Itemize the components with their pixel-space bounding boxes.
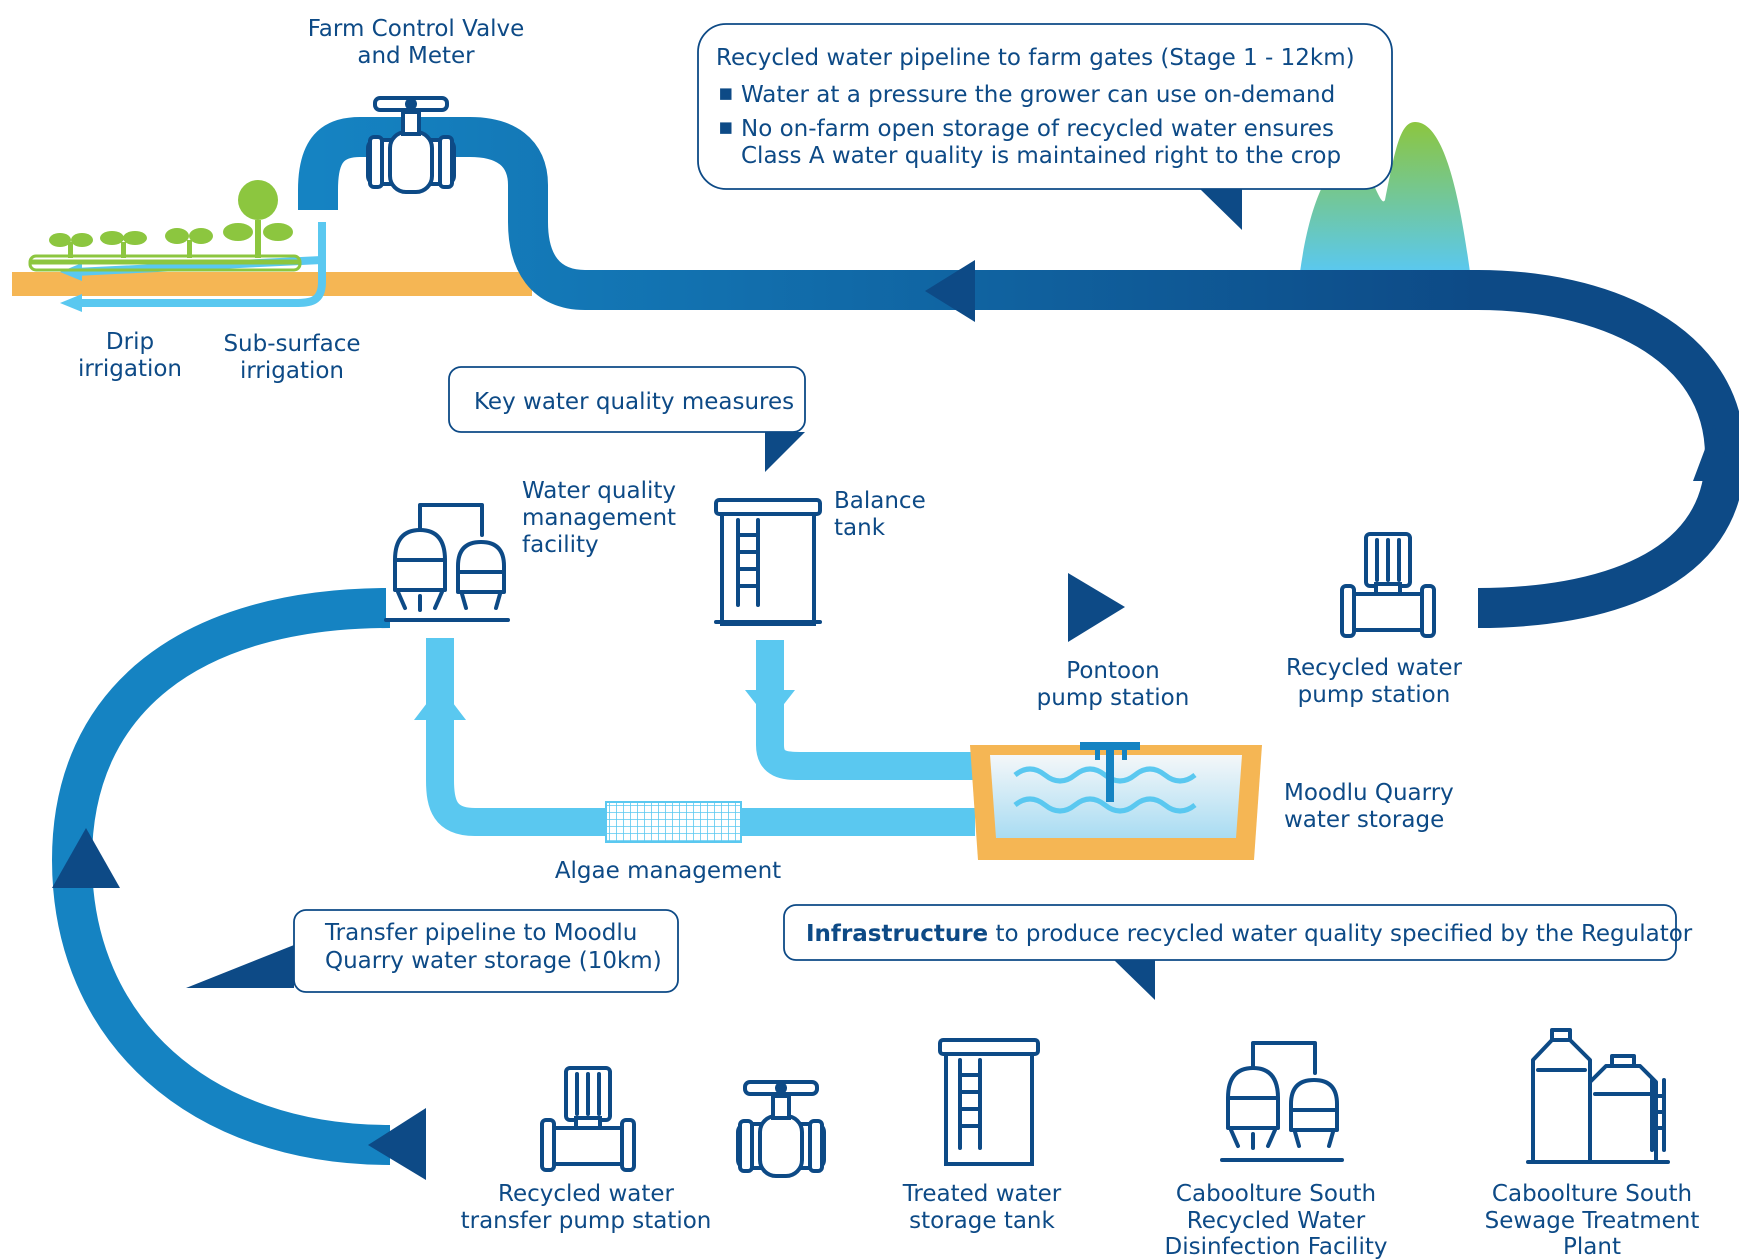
flow-arrow-icon	[52, 828, 120, 888]
label-wq-facility-line-3: facility	[522, 532, 599, 558]
label-disinfection-line-1: Caboolture South	[1176, 1181, 1376, 1207]
label-disinfection-line-3: Disinfection Facility	[1165, 1234, 1388, 1259]
callout-pipeline-title: Recycled water pipeline to farm gates (S…	[716, 45, 1355, 71]
label-moodlu-line-1: Moodlu Quarry	[1284, 780, 1454, 806]
pump-icon	[540, 1066, 636, 1172]
label-farm-valve-line-2: and Meter	[357, 43, 475, 69]
hill-icon	[1300, 122, 1470, 272]
pipeline-right-loop	[1477, 270, 1739, 628]
label-disinfection-line-2: Recycled Water	[1187, 1208, 1366, 1234]
flow-arrow-icon	[414, 686, 466, 720]
flow-arrow-icon	[1068, 573, 1125, 642]
label-algae: Algae management	[555, 858, 781, 884]
filter-vessel-icon	[1220, 1041, 1344, 1164]
plant-icon	[165, 228, 213, 258]
label-drip-line-2: irrigation	[78, 356, 182, 382]
svg-text:Infrastructure to produce recy: Infrastructure to produce recycled water…	[806, 921, 1693, 947]
callout-pipeline-bullet-2-line-2: Class A water quality is maintained righ…	[741, 143, 1341, 169]
pipeline-to-farm	[298, 117, 1480, 310]
flow-arrow-icon	[368, 1108, 426, 1180]
storage-tank-icon	[938, 1038, 1040, 1166]
callout-infrastructure-rest: to produce recycled water quality specif…	[988, 921, 1693, 947]
label-subsurface-line-2: irrigation	[240, 358, 344, 384]
label-subsurface-line-1: Sub-surface	[223, 331, 360, 357]
label-moodlu-line-2: water storage	[1284, 807, 1444, 833]
label-treated-tank-line-2: storage tank	[909, 1208, 1055, 1234]
callout-key-measures: Key water quality measures	[448, 366, 806, 472]
pump-icon	[1340, 532, 1436, 638]
pipe-quarry-outflow	[756, 640, 975, 780]
filter-vessel-icon	[384, 503, 510, 622]
callout-pipeline-bullet-1: Water at a pressure the grower can use o…	[741, 82, 1335, 108]
pipeline-left-loop	[51, 588, 391, 1165]
callout-transfer-line-2: Quarry water storage (10km)	[325, 948, 662, 974]
plant-icon	[223, 180, 293, 258]
callout-pipeline: Recycled water pipeline to farm gates (S…	[697, 23, 1393, 230]
irrigation-lines	[28, 222, 326, 312]
label-wq-facility-line-2: management	[522, 505, 676, 531]
label-transfer-pump-line-2: transfer pump station	[461, 1208, 712, 1234]
callout-pipeline-bullet-2-line-1: No on-farm open storage of recycled wate…	[741, 116, 1334, 142]
label-drip-line-1: Drip	[106, 329, 154, 355]
label-rw-pump-line-1: Recycled water	[1286, 655, 1463, 681]
label-pontoon-line-1: Pontoon	[1066, 658, 1159, 684]
plant-icon	[100, 231, 147, 258]
bullet-icon: ▪	[718, 80, 734, 106]
label-sewage-line-3: Plant	[1563, 1234, 1621, 1259]
flow-arrow-icon	[745, 690, 795, 722]
ground-strip	[12, 272, 532, 296]
sewage-plant-icon	[1526, 1028, 1670, 1165]
callout-infrastructure-bold: Infrastructure	[806, 921, 988, 947]
flow-arrow-icon	[925, 260, 975, 322]
label-treated-tank-line-1: Treated water	[902, 1181, 1062, 1207]
callout-transfer: Transfer pipeline to Moodlu Quarry water…	[186, 909, 679, 993]
label-balance-tank-line-1: Balance	[834, 488, 926, 514]
valve-icon	[366, 96, 456, 194]
callout-key-measures-text: Key water quality measures	[474, 389, 794, 415]
callout-transfer-line-1: Transfer pipeline to Moodlu	[324, 920, 637, 946]
callout-infrastructure: Infrastructure to produce recycled water…	[783, 904, 1693, 1000]
flow-arrow-icon	[1693, 425, 1735, 481]
label-transfer-pump-line-1: Recycled water	[498, 1181, 675, 1207]
balance-tank-icon	[714, 498, 822, 626]
label-balance-tank-line-2: tank	[834, 515, 886, 541]
plant-icon	[49, 233, 93, 258]
valve-icon	[736, 1080, 826, 1178]
quarry-icon	[970, 742, 1262, 860]
bullet-icon: ▪	[718, 114, 734, 140]
label-wq-facility-line-1: Water quality	[522, 478, 676, 504]
label-farm-valve-line-1: Farm Control Valve	[308, 16, 525, 42]
label-rw-pump-line-2: pump station	[1298, 682, 1451, 708]
screen-icon	[605, 801, 742, 843]
label-pontoon-line-2: pump station	[1037, 685, 1190, 711]
label-sewage-line-1: Caboolture South	[1492, 1181, 1692, 1207]
pipe-quarry-return	[426, 638, 975, 836]
label-sewage-line-2: Sewage Treatment	[1485, 1208, 1700, 1234]
